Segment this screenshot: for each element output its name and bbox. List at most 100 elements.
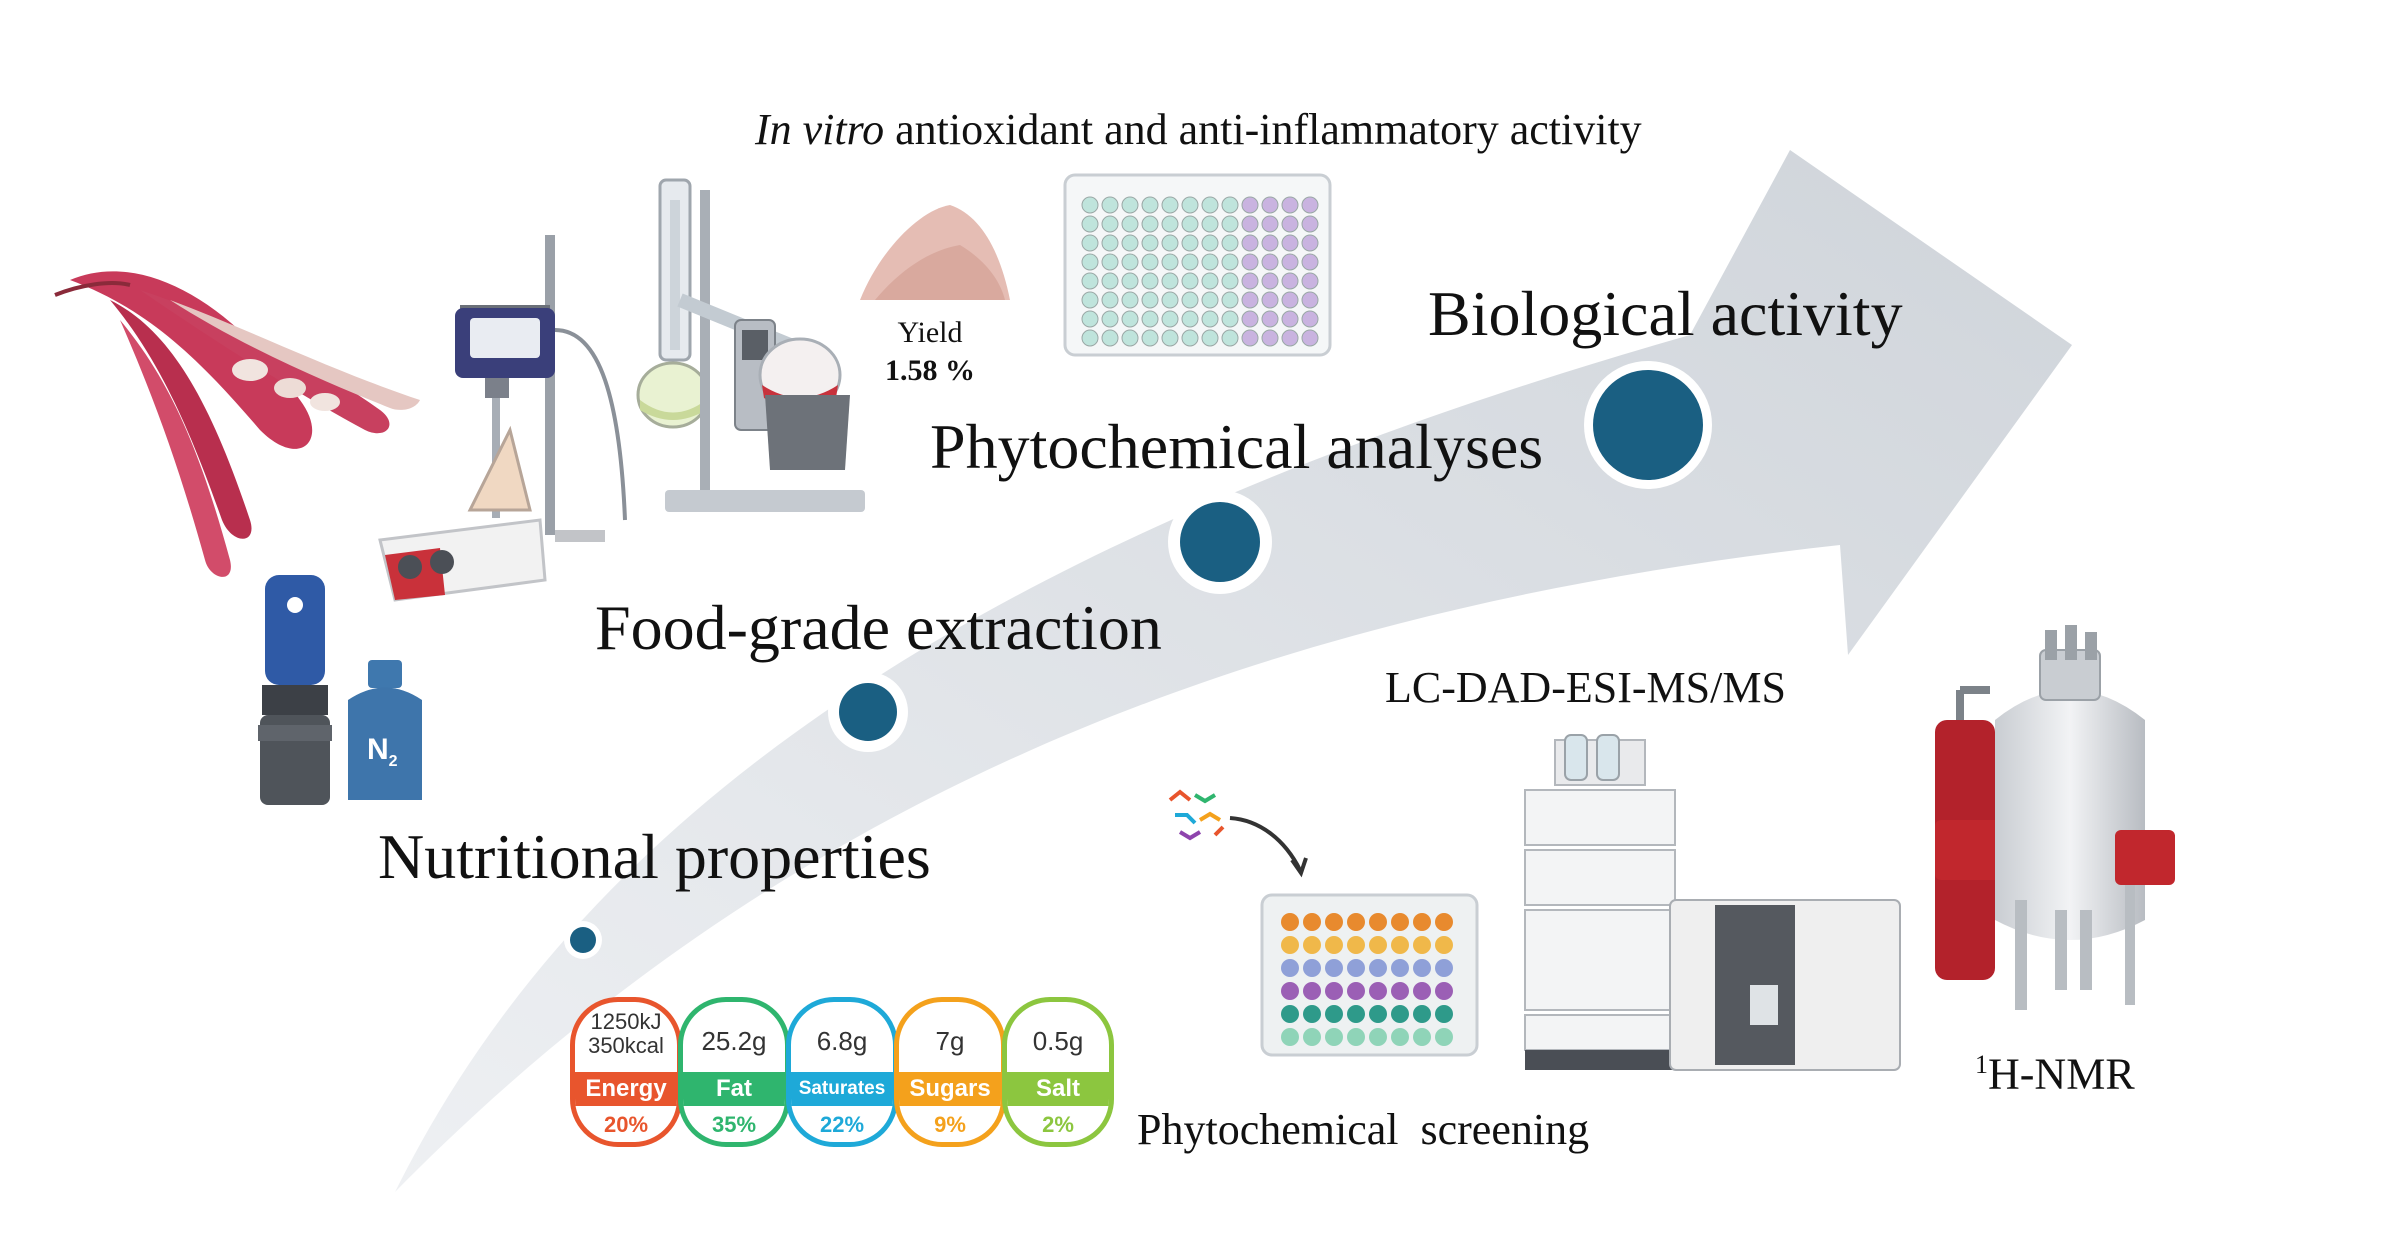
yield-label: Yield	[897, 316, 963, 349]
well	[1081, 215, 1099, 233]
well	[1201, 196, 1219, 214]
well	[1347, 1005, 1365, 1023]
well	[1303, 1005, 1321, 1023]
well	[1241, 196, 1259, 214]
well	[1141, 215, 1159, 233]
well	[1161, 291, 1179, 309]
badge-fat-name: Fat	[683, 1072, 785, 1106]
well	[1303, 1028, 1321, 1046]
well	[1101, 310, 1119, 328]
well	[1369, 959, 1387, 977]
well-plate-screening	[1260, 893, 1479, 1057]
well	[1161, 196, 1179, 214]
well	[1325, 1005, 1343, 1023]
well	[1141, 310, 1159, 328]
well	[1241, 215, 1259, 233]
well	[1301, 215, 1319, 233]
beans-image	[54, 271, 420, 577]
well	[1301, 196, 1319, 214]
well	[1101, 253, 1119, 271]
well	[1347, 982, 1365, 1000]
in-vitro-title: In vitro antioxidant and anti-inflammato…	[755, 108, 1642, 152]
step-phytochemical-analyses: Phytochemical analyses	[930, 411, 1544, 482]
homogenizer-image	[378, 235, 627, 602]
well	[1391, 936, 1409, 954]
well	[1221, 196, 1239, 214]
well	[1121, 329, 1139, 347]
well	[1281, 234, 1299, 252]
well	[1181, 196, 1199, 214]
well	[1281, 272, 1299, 290]
well	[1161, 253, 1179, 271]
badge-saturates: 6.8g Saturates 22%	[786, 997, 898, 1147]
well	[1301, 253, 1319, 271]
well	[1101, 272, 1119, 290]
well	[1347, 1028, 1365, 1046]
well	[1369, 913, 1387, 931]
badge-salt: 0.5g Salt 2%	[1002, 997, 1114, 1147]
well	[1241, 234, 1259, 252]
well	[1369, 936, 1387, 954]
yield-value: 1.58 %	[885, 354, 975, 387]
well	[1413, 982, 1431, 1000]
well	[1325, 913, 1343, 931]
well	[1303, 959, 1321, 977]
well	[1161, 329, 1179, 347]
well	[1181, 310, 1199, 328]
well	[1413, 913, 1431, 931]
well	[1221, 329, 1239, 347]
badge-salt-pct: 2%	[1042, 1112, 1074, 1137]
well	[1261, 310, 1279, 328]
nmr-text: H-NMR	[1988, 1049, 2135, 1099]
well	[1261, 215, 1279, 233]
well	[1161, 215, 1179, 233]
nitrogen-dewar-image	[348, 660, 422, 800]
well	[1325, 959, 1343, 977]
well	[1081, 253, 1099, 271]
well	[1303, 913, 1321, 931]
well	[1325, 982, 1343, 1000]
badge-saturates-value: 6.8g	[816, 1026, 868, 1056]
well	[1201, 253, 1219, 271]
well	[1101, 215, 1119, 233]
well	[1301, 291, 1319, 309]
badge-salt-value: 0.5g	[1032, 1026, 1084, 1056]
well	[1101, 329, 1119, 347]
well	[1121, 234, 1139, 252]
well	[1181, 234, 1199, 252]
well	[1413, 959, 1431, 977]
well	[1161, 310, 1179, 328]
lcms-instrument-image	[1524, 734, 1901, 1071]
badge-sugars-name: Sugars	[899, 1072, 1001, 1106]
well	[1301, 234, 1319, 252]
nmr-label: 1H-NMR	[1975, 1052, 2135, 1097]
badge-saturates-name: Saturates	[791, 1072, 893, 1106]
rotary-evaporator-image	[636, 178, 865, 512]
well	[1281, 913, 1299, 931]
well	[1281, 329, 1299, 347]
well	[1435, 959, 1453, 977]
well	[1141, 329, 1159, 347]
in-vitro-rest: antioxidant and anti-inflammatory activi…	[884, 105, 1642, 154]
molecules-image	[1168, 789, 1308, 878]
well	[1303, 936, 1321, 954]
well	[1221, 291, 1239, 309]
well	[1201, 291, 1219, 309]
n2-label: N2	[367, 733, 398, 770]
well	[1413, 1028, 1431, 1046]
well	[1301, 310, 1319, 328]
well	[1081, 310, 1099, 328]
well	[1221, 234, 1239, 252]
badge-fat: 25.2g Fat 35%	[678, 997, 790, 1147]
well	[1347, 913, 1365, 931]
well	[1435, 913, 1453, 931]
well	[1221, 253, 1239, 271]
well	[1121, 215, 1139, 233]
cryo-grinder-image	[258, 575, 332, 805]
well	[1413, 936, 1431, 954]
well	[1181, 329, 1199, 347]
well	[1241, 291, 1259, 309]
well	[1141, 253, 1159, 271]
well	[1303, 982, 1321, 1000]
